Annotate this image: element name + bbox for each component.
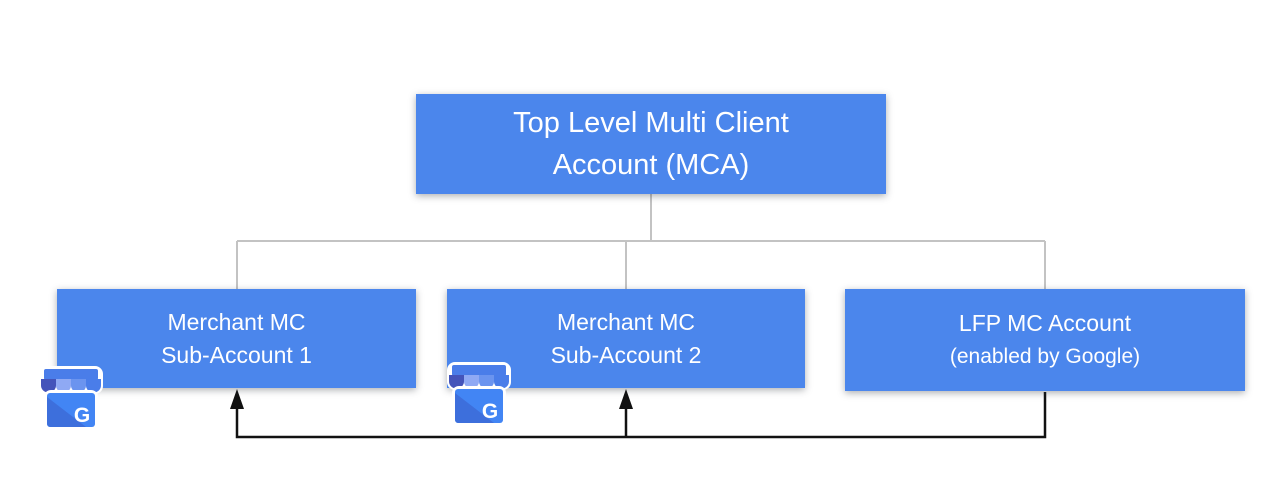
awning-scallop-2 (464, 375, 479, 389)
awning-scallop-1 (41, 379, 56, 393)
root-box-label-line1: Top Level Multi Client (513, 107, 789, 139)
merchant-sub-account-1-label-line2: Sub-Account 1 (161, 341, 312, 368)
awning-scallop-1 (449, 375, 464, 389)
root-box-top-level-mca: Top Level Multi Client Account (MCA) (416, 94, 886, 194)
root-box-label-line2: Account (MCA) (552, 149, 750, 181)
awning-band (452, 365, 506, 376)
google-my-business-icon: G (447, 362, 511, 426)
google-g-letter: G (482, 400, 498, 423)
awning-scallop-4 (86, 379, 101, 393)
storefront-body-shade (455, 393, 494, 423)
google-g-letter: G (74, 404, 90, 427)
arrowhead-to-child2 (619, 389, 633, 409)
merchant-sub-account-2-label-line1: Merchant MC (556, 308, 696, 335)
merchant-sub-account-1-label-line1: Merchant MC (167, 308, 306, 335)
awning-band (44, 369, 98, 380)
box-lfp-mc-account: LFP MC Account (enabled by Google) (845, 289, 1245, 391)
lfp-mc-account-label-line1: LFP MC Account (958, 310, 1132, 336)
awning-scallop-2 (56, 379, 71, 393)
merchant-sub-account-2-label-line2: Sub-Account 2 (550, 341, 702, 368)
lfp-mc-account-label-line2: (enabled by Google) (949, 345, 1141, 368)
awning-scallop-3 (71, 379, 86, 393)
google-my-business-icon: G (39, 366, 103, 430)
lfp-feedback-line (235, 392, 1047, 439)
arrowhead-to-child1 (230, 389, 244, 409)
awning-scallop-3 (479, 375, 494, 389)
box-merchant-sub-account-2: Merchant MC Sub-Account 2 (447, 289, 805, 388)
storefront-body-shade (47, 397, 86, 427)
box-merchant-sub-account-1: Merchant MC Sub-Account 1 (57, 289, 416, 388)
awning-scallop-4 (494, 375, 509, 389)
